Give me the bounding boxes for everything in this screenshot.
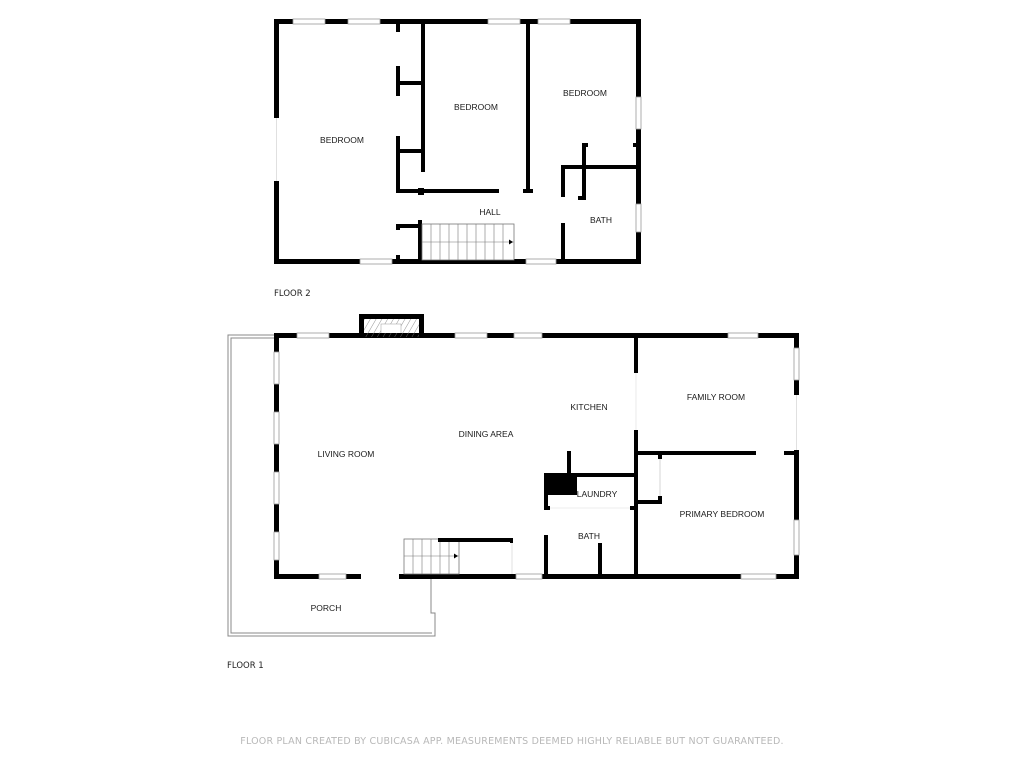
room-label-hall: HALL: [479, 207, 501, 217]
room-label-dining-area: DINING AREA: [459, 429, 514, 439]
disclaimer-footer: FLOOR PLAN CREATED BY CUBICASA APP. MEAS…: [240, 736, 784, 747]
floor-2-plan: BEDROOM BEDROOM BEDROOM HALL BATH: [274, 18, 642, 265]
room-label-laundry: LAUNDRY: [577, 489, 618, 499]
room-label-living-room: LIVING ROOM: [318, 449, 375, 459]
room-label-bath-downstairs: BATH: [578, 531, 600, 541]
room-label-family-room: FAMILY ROOM: [687, 392, 745, 402]
floor-1-label: FLOOR 1: [227, 661, 264, 671]
floor-1-plan: LIVING ROOM DINING AREA KITCHEN FAMILY R…: [227, 314, 800, 637]
floor-2-label: FLOOR 2: [274, 289, 311, 299]
room-label-bedroom-1: BEDROOM: [320, 135, 364, 145]
room-label-bedroom-3: BEDROOM: [563, 88, 607, 98]
room-label-bath-upstairs: BATH: [590, 215, 612, 225]
chimney: [359, 314, 424, 338]
porch-outline: [227, 334, 436, 637]
room-label-kitchen: KITCHEN: [570, 402, 607, 412]
room-label-bedroom-2: BEDROOM: [454, 102, 498, 112]
floor-2-stairs: [421, 223, 515, 261]
room-label-primary-bedroom: PRIMARY BEDROOM: [680, 509, 765, 519]
floor-1-stairs: [403, 538, 460, 575]
room-label-porch: PORCH: [311, 603, 342, 613]
